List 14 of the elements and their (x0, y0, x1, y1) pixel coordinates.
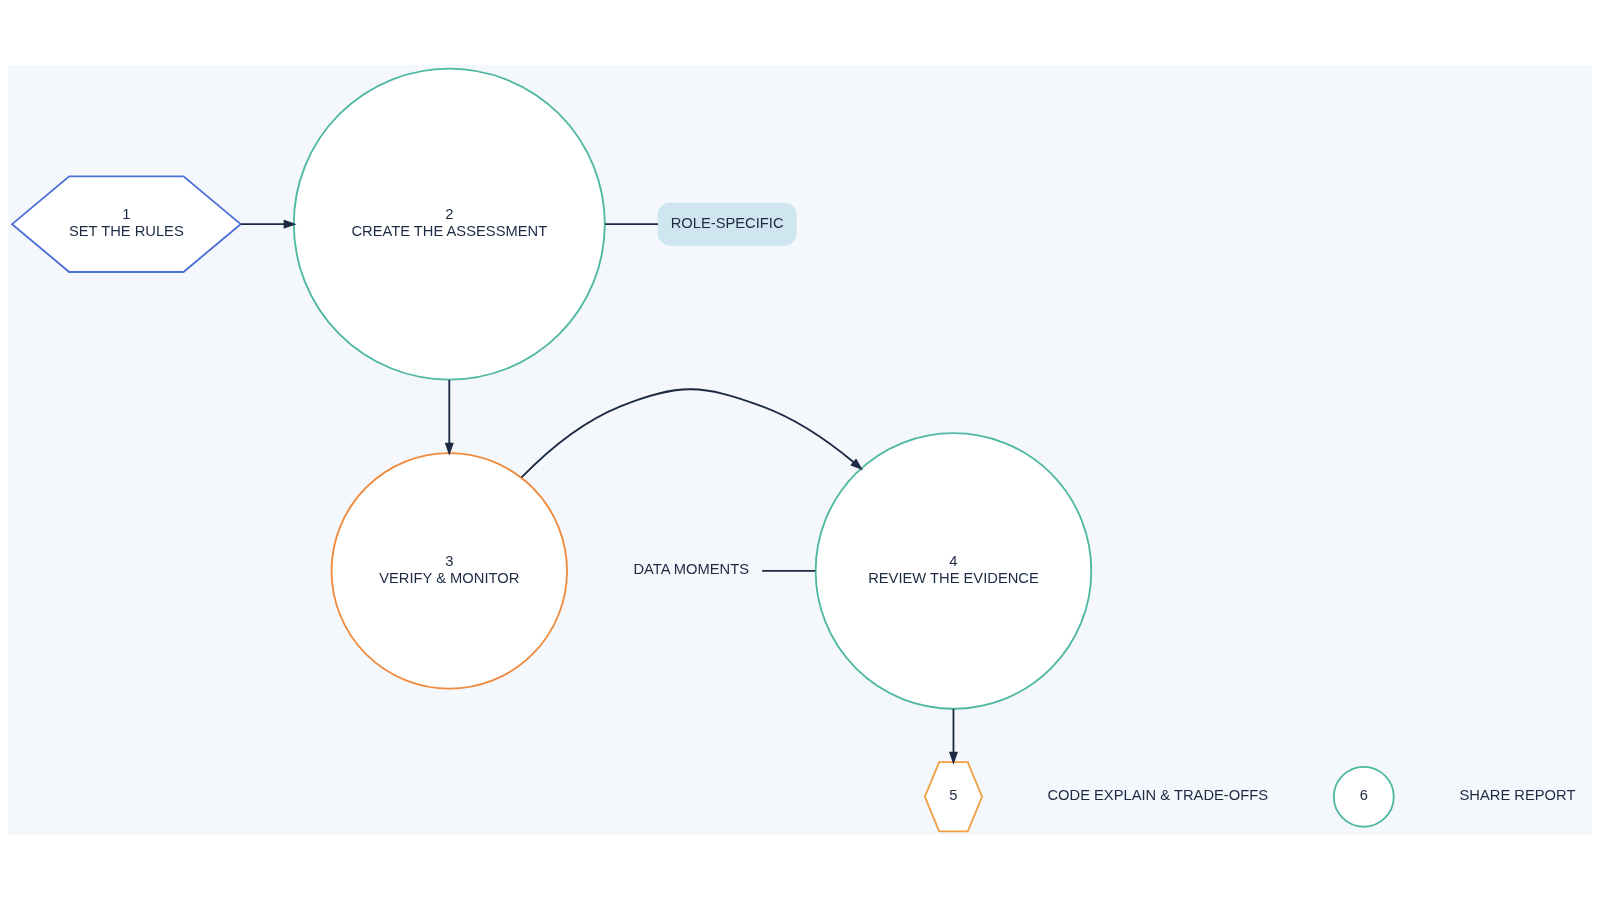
connector (761, 570, 817, 572)
label: SHARE REPORT (1459, 787, 1576, 804)
node-circle: 3 VERIFY & MONITOR (330, 452, 568, 690)
connector (604, 223, 659, 226)
arrow (948, 708, 958, 765)
node-box: ROLE-SPECIFIC (657, 202, 797, 246)
node-circle: 2 CREATE THE ASSESSMENT (292, 67, 606, 381)
node-circle: 6 (1332, 765, 1395, 828)
label: CODE EXPLAIN & TRADE-OFFS (1047, 787, 1268, 804)
arrow (239, 219, 297, 229)
arrow (444, 378, 454, 456)
arrow (520, 388, 863, 479)
node-text: DATA MOMENTS (633, 561, 750, 578)
node-circle: 4 REVIEW THE EVIDENCE (814, 432, 1093, 710)
